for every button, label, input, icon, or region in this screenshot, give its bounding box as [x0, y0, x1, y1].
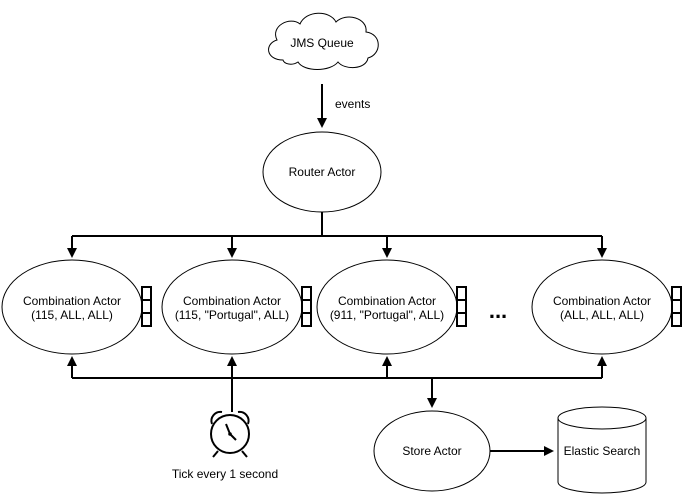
- combination-actor-key: (115, "Portugal", ALL): [175, 308, 289, 322]
- store-actor-label: Store Actor: [402, 444, 461, 458]
- combination-actor-title: Combination Actor: [23, 294, 121, 308]
- router-actor-node: Router Actor: [262, 131, 382, 213]
- mailbox-queue-icon: [141, 286, 152, 327]
- elastic-search-label: Elastic Search: [564, 444, 641, 458]
- mailbox-queue-icon: [671, 286, 682, 327]
- combination-actor-node: Combination Actor (115, "Portugal", ALL): [161, 259, 312, 355]
- tick-bus-edges: [67, 356, 607, 412]
- combination-actor-title: Combination Actor: [183, 294, 281, 308]
- edge-queue-to-router: events: [317, 84, 370, 128]
- database-cylinder-icon: [557, 406, 647, 494]
- router-fanout-edges: [67, 212, 607, 258]
- combination-actor-key: (911, "Portugal", ALL): [330, 308, 444, 322]
- router-actor-label: Router Actor: [289, 165, 356, 179]
- jms-queue-label: JMS Queue: [290, 36, 354, 50]
- more-actors-ellipsis: ...: [489, 298, 507, 323]
- mailbox-queue-icon: [301, 286, 312, 327]
- combination-actor-key: (115, ALL, ALL): [31, 308, 113, 322]
- jms-queue-node: JMS Queue: [268, 12, 379, 70]
- events-edge-label: events: [335, 97, 370, 111]
- alarm-clock-icon: [210, 410, 250, 458]
- combination-actor-node: Combination Actor (115, ALL, ALL): [1, 259, 152, 355]
- combination-actor-node: Combination Actor (ALL, ALL, ALL): [531, 259, 682, 355]
- combination-actor-key: (ALL, ALL, ALL): [560, 308, 644, 322]
- timer-label: Tick every 1 second: [172, 467, 278, 481]
- mailbox-queue-icon: [456, 286, 467, 327]
- combination-actor-title: Combination Actor: [338, 294, 436, 308]
- elastic-search-node: Elastic Search: [557, 406, 647, 494]
- combination-actor-node: Combination Actor (911, "Portugal", ALL): [316, 259, 467, 355]
- store-actor-node: Store Actor: [373, 410, 491, 492]
- combination-actor-title: Combination Actor: [553, 294, 651, 308]
- cloud-icon: [268, 12, 379, 70]
